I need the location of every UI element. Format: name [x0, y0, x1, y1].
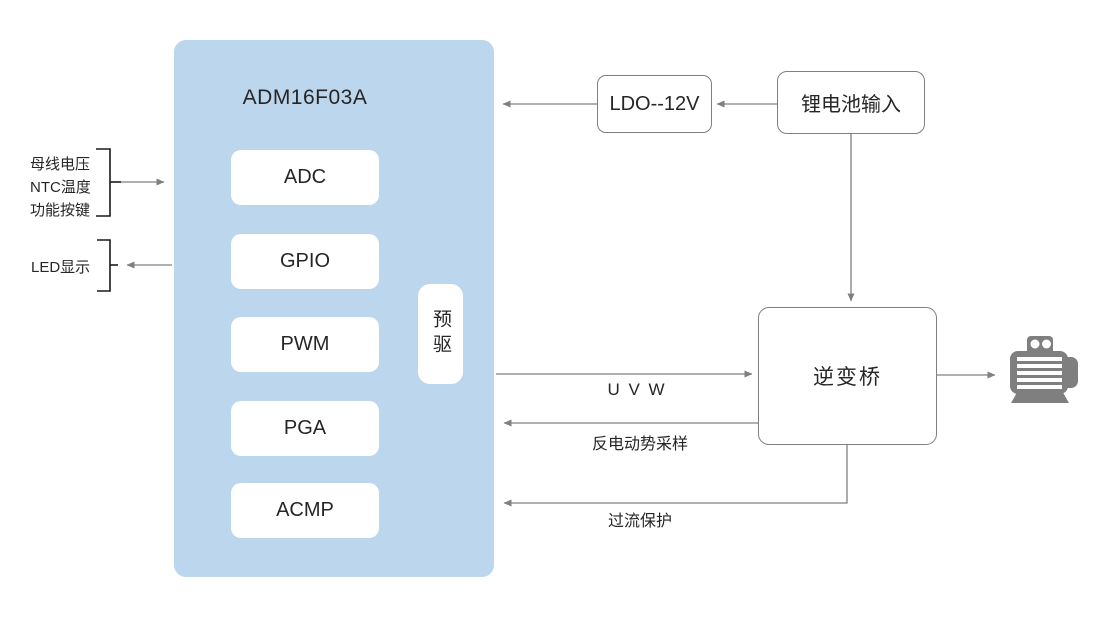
- module-pwm: PWM: [231, 317, 379, 372]
- motor-icon: [1010, 336, 1078, 403]
- led-display-label: LED显示: [31, 259, 91, 276]
- input-label-bus-voltage: 母线电压: [30, 156, 91, 173]
- inverter-bridge-block: 逆变桥: [758, 307, 937, 445]
- chip-block: ADM16F03A ADC GPIO PWM PGA ACMP 预驱: [174, 40, 494, 577]
- battery-input-block: 锂电池输入: [777, 71, 925, 134]
- led-group-bracket: [97, 239, 111, 292]
- module-gpio: GPIO: [231, 234, 379, 289]
- chip-title: ADM16F03A: [242, 86, 368, 109]
- module-adc: ADC: [231, 150, 379, 205]
- module-pga: PGA: [231, 401, 379, 456]
- bemf-label: 反电动势采样: [591, 436, 688, 453]
- module-acmp: ACMP: [231, 483, 379, 538]
- input-label-func-keys: 功能按键: [30, 202, 91, 219]
- uvw-label: U V W: [607, 380, 667, 399]
- input-label-ntc-temp: NTC温度: [30, 179, 91, 196]
- predriver-block: 预驱: [418, 284, 463, 384]
- ldo-block: LDO--12V: [597, 75, 712, 133]
- overcurrent-label: 过流保护: [607, 513, 672, 530]
- input-group-bracket: [96, 148, 111, 217]
- input-signal-labels: 母线电压 NTC温度 功能按键: [30, 153, 96, 222]
